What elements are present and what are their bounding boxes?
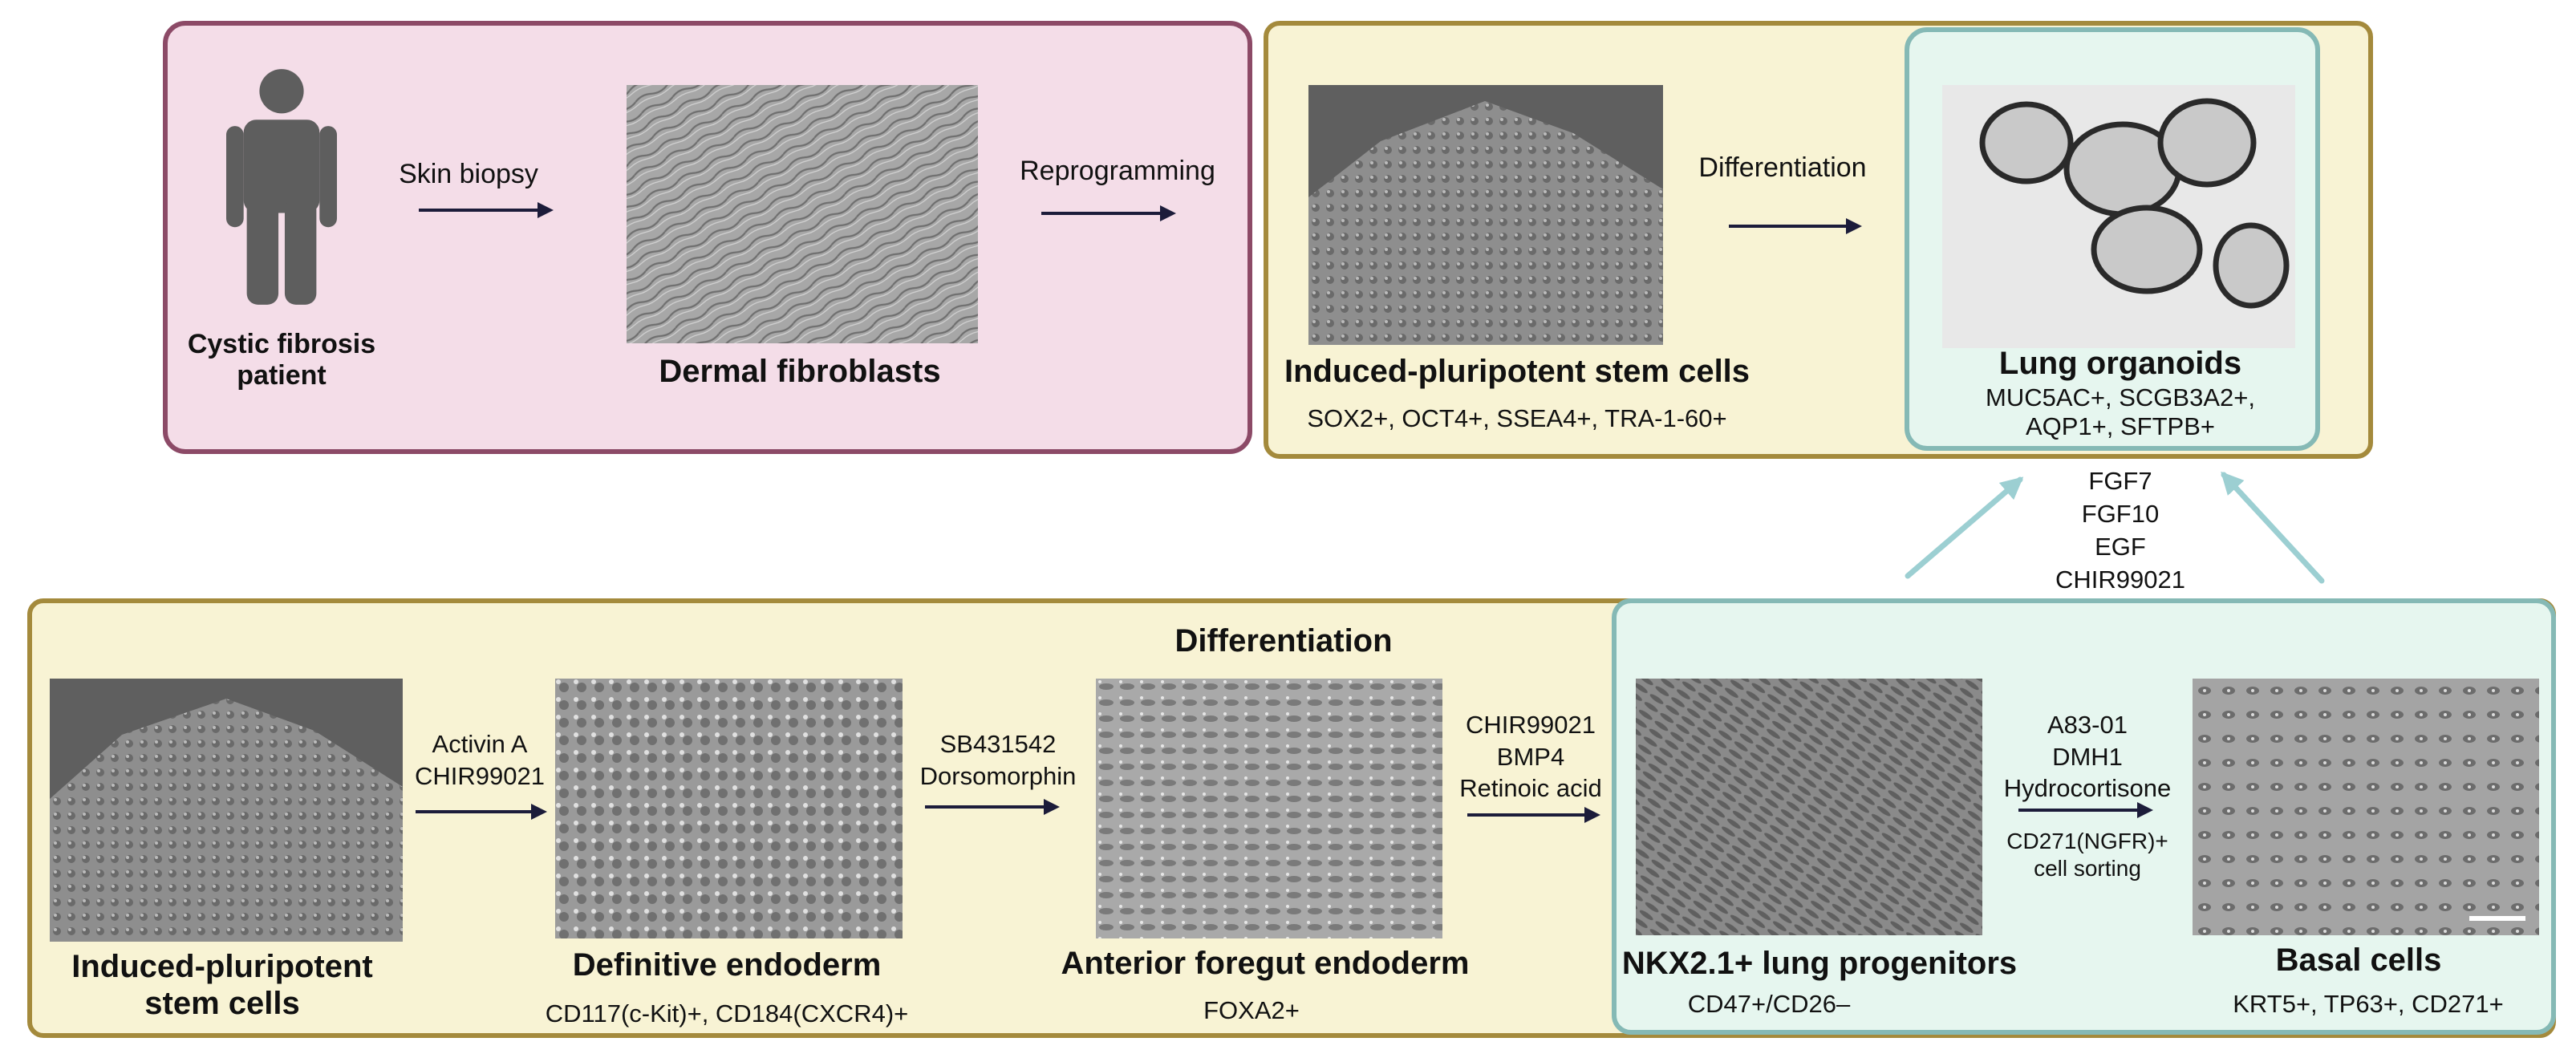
definitive-endoderm-micrograph	[555, 679, 903, 938]
reprogramming-label: Reprogramming	[1020, 156, 1215, 186]
arrow-basal-to-organoids	[2221, 471, 2325, 584]
ipsc-colony-micrograph-bottom	[50, 679, 403, 942]
skin-biopsy-label: Skin biopsy	[399, 159, 538, 189]
transition-3-factors: CHIR99021 BMP4 Retinoic acid	[1459, 711, 1602, 803]
stage-basal-cells-markers: KRT5+, TP63+, CD271+	[2233, 990, 2504, 1018]
ipsc-colony-micrograph-top	[1308, 85, 1663, 345]
stage-definitive-endoderm-markers: CD117(c-Kit)+, CD184(CXCR4)+	[545, 999, 909, 1028]
transition-4-factors: A83-01 DMH1 Hydrocortisone	[2003, 711, 2172, 803]
lung-organoid-micrograph	[1942, 85, 2295, 348]
ipsc-markers-top: SOX2+, OCT4+, SSEA4+, TRA-1-60+	[1307, 404, 1727, 432]
organoid-factors: FGF7 FGF10 EGF CHIR99021	[2055, 467, 2185, 594]
differentiation-bottom-title: Differentiation	[1174, 623, 1393, 659]
differentiation-top-label: Differentiation	[1698, 152, 1867, 183]
person-icon	[226, 66, 337, 306]
transition-2-factors: SB431542 Dorsomorphin	[919, 730, 1077, 790]
stage-basal-cells-title: Basal cells	[2275, 942, 2442, 978]
lung-progenitor-micrograph	[1636, 679, 1982, 935]
stage-ipsc-title: Induced-pluripotent stem cells	[71, 949, 373, 1021]
stage-anterior-foregut-title: Anterior foregut endoderm	[1061, 946, 1470, 981]
stage-anterior-foregut-markers: FOXA2+	[1203, 996, 1300, 1024]
lung-organoids-title: Lung organoids	[1998, 346, 2242, 381]
basal-cells-micrograph	[2193, 679, 2539, 935]
transition-4-note: CD271(NGFR)+ cell sorting	[2006, 829, 2168, 881]
ipsc-title-top: Induced-pluripotent stem cells	[1284, 354, 1750, 389]
transition-1-factors: Activin A CHIR99021	[415, 730, 545, 790]
arrow-progenitors-to-organoids	[1905, 476, 2024, 579]
anterior-foregut-micrograph	[1096, 679, 1442, 938]
patient-label: Cystic fibrosis patient	[187, 329, 376, 391]
stage-lung-progenitors-title: NKX2.1+ lung progenitors	[1621, 946, 2018, 981]
dermal-fibroblasts-label: Dermal fibroblasts	[659, 354, 941, 389]
stage-definitive-endoderm-title: Definitive endoderm	[572, 947, 882, 983]
lung-organoids-markers: MUC5AC+, SCGB3A2+, AQP1+, SFTPB+	[1986, 383, 2255, 440]
fibroblast-micrograph	[627, 85, 978, 343]
stage-lung-progenitors-markers: CD47+/CD26–	[1687, 990, 1851, 1018]
